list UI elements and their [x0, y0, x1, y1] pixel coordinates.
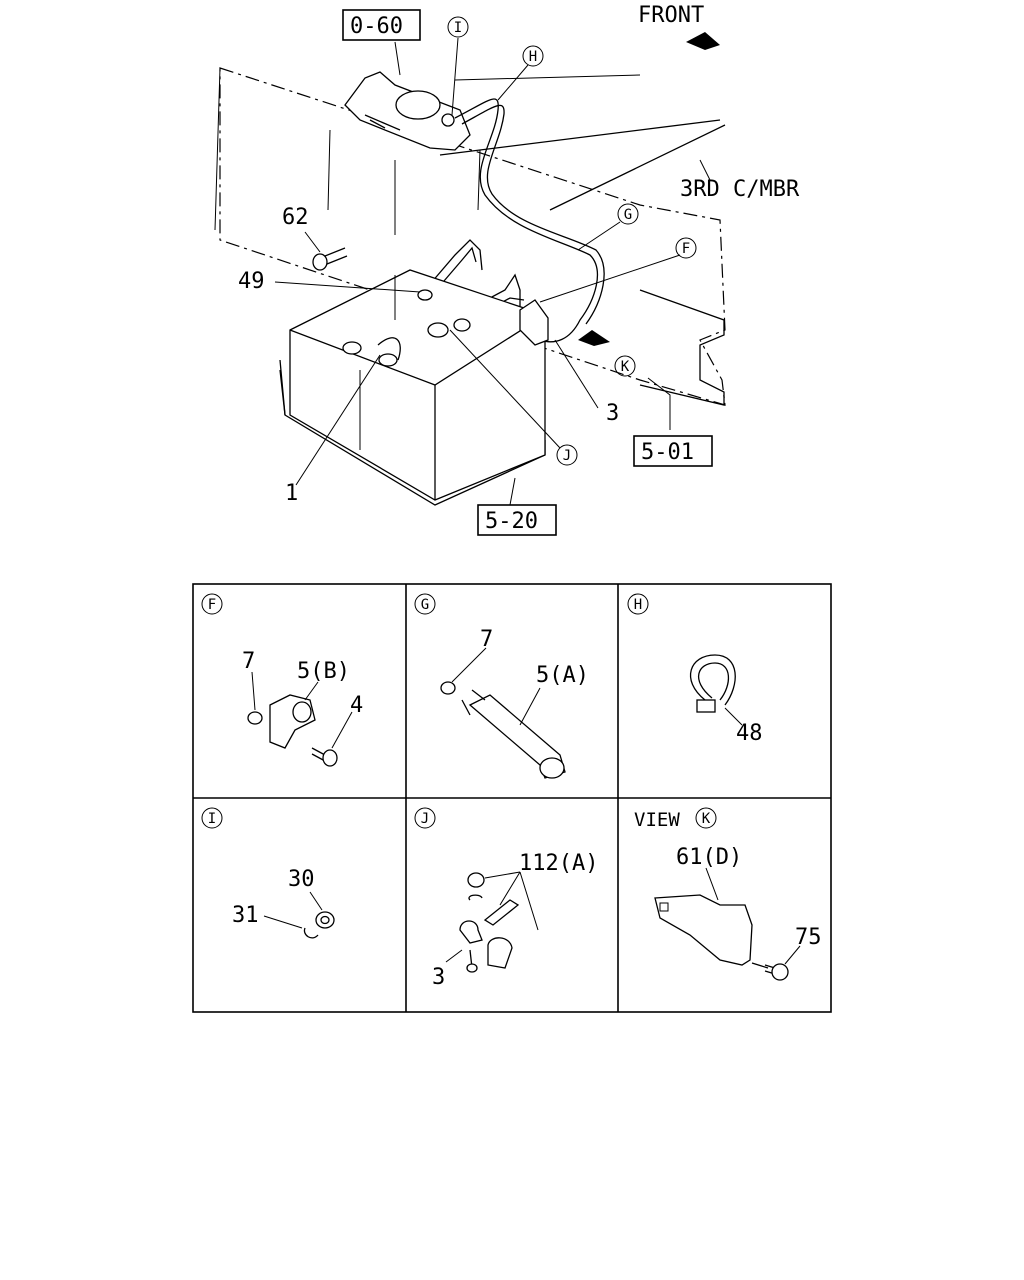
ref-box-5-20: 5-20 [485, 509, 538, 534]
callout-f: F [675, 237, 697, 259]
callout-k: K [614, 355, 636, 377]
part-label: 7 [480, 627, 493, 652]
detail-i-letter: I [208, 811, 216, 827]
detail-h: H 48 [627, 593, 763, 746]
starter-cable [454, 98, 599, 343]
part-label: 30 [288, 867, 315, 892]
svg-text:F: F [682, 241, 690, 257]
cable-tie-48 [689, 654, 736, 706]
detail-g-letter: G [421, 597, 429, 613]
nut [467, 872, 485, 888]
nut-7 [247, 711, 263, 725]
part-label: 61(D) [676, 845, 742, 870]
callout-j: J [556, 444, 578, 466]
ref-box-frame [477, 504, 557, 536]
third-crossmember [439, 119, 721, 156]
callout-i: I [447, 16, 469, 38]
part-label: 7 [242, 649, 255, 674]
part-label: 48 [736, 721, 763, 746]
ref-box-0-60: 0-60 [350, 14, 403, 39]
detail-g: G 7 5(A) [414, 593, 589, 779]
cable-clip-bracket [519, 299, 549, 346]
detail-k-prefix: VIEW [634, 809, 680, 831]
detail-h-letter: H [634, 597, 642, 613]
svg-text:K: K [621, 359, 630, 375]
detail-j-letter: J [421, 811, 429, 827]
part-label: 5(A) [536, 663, 589, 688]
front-label: FRONT [638, 3, 704, 28]
bolt-4 [322, 749, 338, 767]
ref-box-frame [342, 9, 421, 41]
part-label: 31 [232, 903, 259, 928]
crossmember-label: 3RD C/MBR [680, 177, 800, 202]
frame-side-member [219, 67, 726, 406]
bolt-75 [771, 963, 789, 981]
callout-h: H [522, 45, 544, 67]
detail-i: I 30 31 [201, 807, 335, 939]
detail-j: J 112(A) 3 [414, 807, 598, 990]
part-label: 112(A) [519, 851, 598, 876]
part-label: 5(B) [297, 659, 350, 684]
starter-motor [344, 71, 471, 151]
ref-box-5-01: 5-01 [641, 440, 694, 465]
detail-k: VIEW K 61(D) 75 [634, 807, 822, 981]
battery-jumper-cable [377, 337, 401, 361]
part-label: 3 [432, 965, 445, 990]
detail-k-letter: K [702, 811, 711, 827]
terminal-bolt [483, 899, 520, 926]
part-number-1: 1 [285, 481, 298, 506]
battery [289, 269, 546, 501]
detail-f: F 7 5(B) 4 [201, 593, 363, 767]
part-label: 4 [350, 693, 363, 718]
main-assembly-view: FRONT 3RD C/MBR 0-60 5-01 5-20 I H G F K [214, 3, 800, 536]
view-k-arrow [578, 330, 610, 346]
part-number-62: 62 [282, 205, 309, 230]
bolt-62 [312, 247, 348, 271]
part-label: 75 [795, 925, 822, 950]
svg-text:I: I [454, 20, 462, 36]
washer-31 [303, 927, 319, 939]
battery-terminals [342, 289, 471, 367]
svg-text:G: G [624, 207, 632, 223]
detail-f-letter: F [208, 597, 216, 613]
front-arrow [686, 32, 720, 50]
battery-cable-upper [424, 239, 483, 291]
terminal-clamp [459, 920, 483, 944]
bracket-61d [654, 894, 753, 966]
clip-5b [269, 694, 316, 749]
nut-7 [440, 681, 456, 695]
detail-grid [192, 583, 832, 1013]
part-number-49: 49 [238, 269, 265, 294]
svg-text:H: H [529, 49, 537, 65]
callout-g: G [617, 203, 639, 225]
ref-box-frame [633, 435, 713, 467]
svg-text:J: J [563, 448, 571, 464]
part-number-3: 3 [606, 401, 619, 426]
